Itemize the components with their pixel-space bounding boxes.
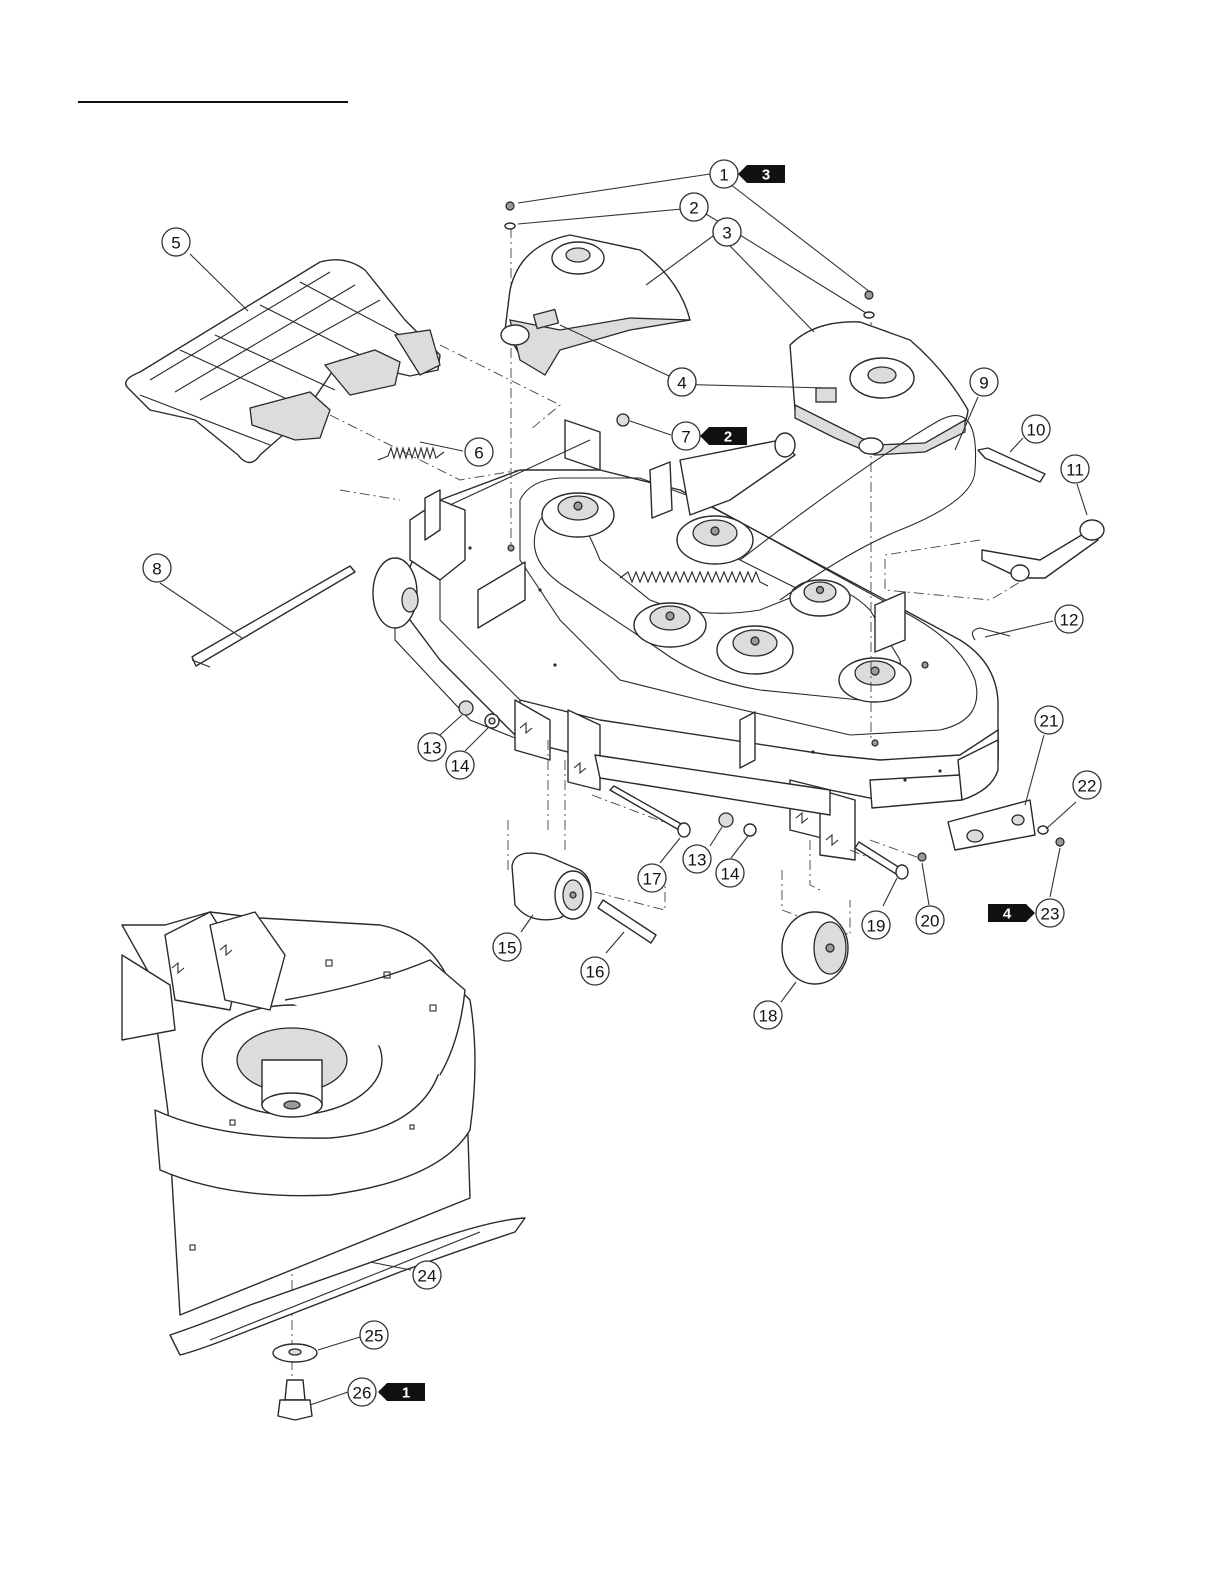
nut-23 <box>1056 838 1064 846</box>
callout-11: 11 <box>1061 455 1089 483</box>
callout-24: 24 <box>413 1261 441 1289</box>
callout-22: 22 <box>1073 771 1101 799</box>
bolt-17 <box>610 786 683 830</box>
blade-detail <box>122 912 525 1420</box>
callout-9: 9 <box>970 368 998 396</box>
callout-number: 4 <box>677 374 686 393</box>
roller-axle <box>598 900 656 943</box>
callout-number: 14 <box>721 865 740 884</box>
callout-2: 2 <box>680 193 708 221</box>
callout-12: 12 <box>1055 605 1083 633</box>
callout-13: 13 <box>683 845 711 873</box>
callout-23: 23 <box>1036 899 1064 927</box>
callout-19: 19 <box>862 911 890 939</box>
chute-deflector-frame <box>126 260 440 463</box>
callout-number: 12 <box>1060 611 1079 630</box>
ref-tag-4: 4 <box>988 904 1035 923</box>
callout-number: 21 <box>1040 712 1059 731</box>
callout-number: 6 <box>474 444 483 463</box>
callout-14: 14 <box>716 859 744 887</box>
bumper-bracket <box>948 800 1035 850</box>
callout-13: 13 <box>418 733 446 761</box>
callout-number: 17 <box>643 870 662 889</box>
anti-scalp-wheel <box>782 912 848 984</box>
callout-21: 21 <box>1035 706 1063 734</box>
pin <box>978 448 1045 482</box>
deck-roller <box>512 853 591 920</box>
callout-4: 4 <box>668 368 696 396</box>
callout-number: 9 <box>979 374 988 393</box>
callout-number: 10 <box>1027 421 1046 440</box>
callout-number: 24 <box>418 1267 437 1286</box>
callout-8: 8 <box>143 554 171 582</box>
callout-number: 7 <box>681 428 690 447</box>
callout-number: 25 <box>365 1327 384 1346</box>
callout-10: 10 <box>1022 415 1050 443</box>
tag-number: 4 <box>1003 906 1012 923</box>
callout-number: 20 <box>921 912 940 931</box>
callout-17: 17 <box>638 864 666 892</box>
callout-7: 7 <box>672 422 700 450</box>
callout-15: 15 <box>493 933 521 961</box>
nut-20 <box>918 853 926 861</box>
callout-number: 14 <box>451 757 470 776</box>
deflector-spring <box>378 448 444 460</box>
washer-right <box>744 824 756 836</box>
callout-number: 11 <box>1066 461 1084 480</box>
tag-number: 2 <box>724 429 732 446</box>
callout-number: 18 <box>759 1007 778 1026</box>
rod <box>192 566 355 666</box>
callout-3: 3 <box>713 218 741 246</box>
belt-cover-right <box>790 322 968 455</box>
belt-cover-left <box>501 235 690 375</box>
callout-number: 22 <box>1078 777 1097 796</box>
callout-number: 1 <box>719 166 728 185</box>
ref-tag-1: 1 <box>378 1383 425 1402</box>
tag-number: 1 <box>402 1385 410 1402</box>
nut-left <box>459 701 473 715</box>
callout-number: 16 <box>586 963 605 982</box>
callout-number: 19 <box>867 917 886 936</box>
callout-number: 13 <box>423 739 442 758</box>
callout-number: 8 <box>152 560 161 579</box>
callout-18: 18 <box>754 1001 782 1029</box>
hairpin-clip <box>972 628 1010 640</box>
callout-16: 16 <box>581 957 609 985</box>
callout-6: 6 <box>465 438 493 466</box>
callout-number: 23 <box>1041 905 1060 924</box>
callout-number: 5 <box>171 234 180 253</box>
callout-5: 5 <box>162 228 190 256</box>
callout-14: 14 <box>446 751 474 779</box>
washer-22 <box>1038 826 1048 834</box>
ref-tag-2: 2 <box>700 427 747 446</box>
bolt-19 <box>855 842 900 874</box>
tag-number: 3 <box>762 167 770 184</box>
callout-1: 1 <box>710 160 738 188</box>
callout-number: 26 <box>353 1384 372 1403</box>
callout-25: 25 <box>360 1321 388 1349</box>
ref-tag-3: 3 <box>738 165 785 184</box>
callout-number: 3 <box>722 224 731 243</box>
callout-number: 13 <box>688 851 707 870</box>
callout-26: 26 <box>348 1378 376 1406</box>
nut-right <box>719 813 733 827</box>
callout-number: 15 <box>498 939 517 958</box>
idler-arm <box>982 520 1104 581</box>
callout-20: 20 <box>916 906 944 934</box>
callout-number: 2 <box>689 199 698 218</box>
